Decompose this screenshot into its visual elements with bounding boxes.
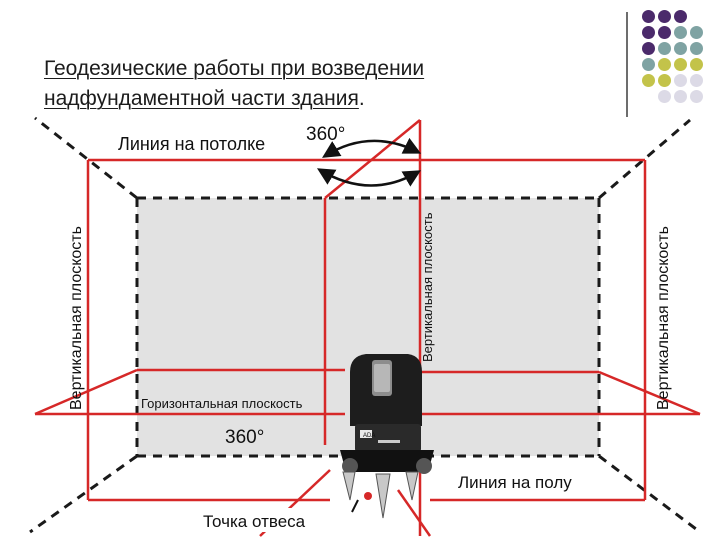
dot	[674, 90, 687, 103]
dot	[658, 26, 671, 39]
dot	[642, 58, 655, 71]
title-line-1: Геодезические работы при возведении	[44, 57, 425, 80]
dot	[658, 90, 671, 103]
dot	[658, 74, 671, 87]
dot	[642, 74, 655, 87]
floor-line-label: Линия на полу	[458, 473, 572, 492]
dot	[642, 26, 655, 39]
laser-lines	[34, 119, 701, 537]
dot	[674, 10, 687, 23]
title-line-2-text: надфундаментной части здания	[44, 87, 359, 110]
dot	[642, 10, 655, 23]
dot	[690, 42, 703, 55]
title-line-2: надфундаментной части здания.	[44, 84, 604, 114]
horizontal-angle-label: 360°	[225, 427, 264, 448]
dot	[690, 74, 703, 87]
vertical-plane-center-label: Вертикальная плоскость	[420, 212, 435, 362]
laser-level-device: ADA	[340, 354, 434, 519]
plumb-label-bg	[198, 508, 334, 532]
dot	[674, 42, 687, 55]
dot	[658, 42, 671, 55]
dot	[658, 10, 671, 23]
plumb-pointer	[351, 499, 359, 513]
dot	[642, 42, 655, 55]
device-brand: ADA	[363, 433, 375, 439]
header-divider	[626, 12, 628, 117]
dot	[690, 58, 703, 71]
dot	[690, 90, 703, 103]
dot	[674, 58, 687, 71]
ceiling-label-bg	[114, 132, 296, 154]
ceiling-line-label: Линия на потолке	[118, 134, 265, 154]
vertical-plane-right-label: Вертикальная плоскость	[655, 226, 672, 410]
ceiling-angle-label: 360°	[306, 124, 345, 145]
floor-label-bg	[452, 470, 604, 492]
slide-title: Геодезические работы при возведении надф…	[44, 54, 604, 114]
dot	[690, 26, 703, 39]
dot	[658, 58, 671, 71]
ceiling-rotation-arrows	[316, 137, 422, 187]
dot	[674, 74, 687, 87]
title-period: .	[358, 87, 365, 110]
horizontal-plane-label: Горизонтальная плоскость	[141, 396, 303, 411]
plumb-point-label: Точка отвеса	[203, 512, 306, 531]
vertical-plane-left-label: Вертикальная плоскость	[68, 226, 85, 410]
dot	[674, 26, 687, 39]
